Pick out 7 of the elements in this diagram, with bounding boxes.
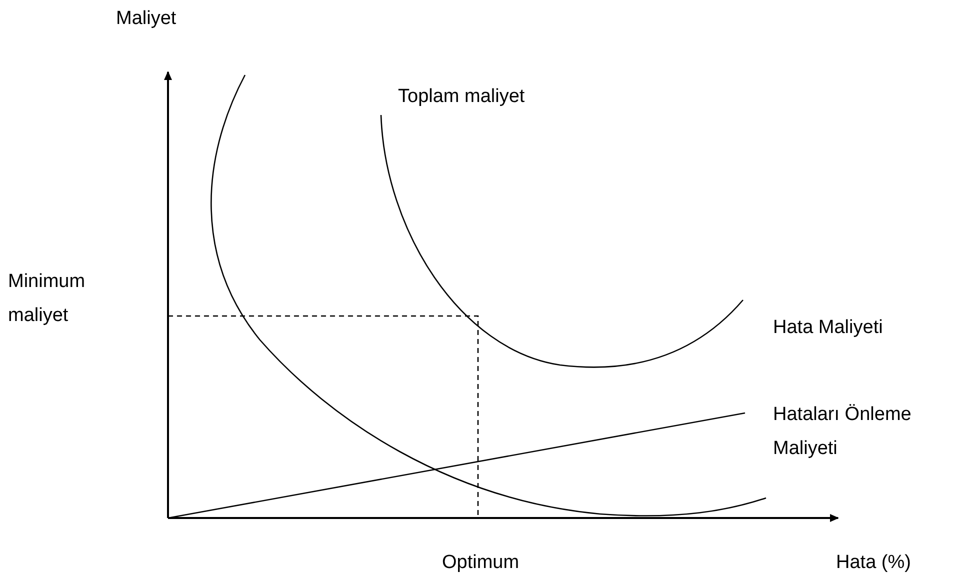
axis-title: Maliyet [116, 7, 176, 31]
axis-title: Hata (%) [836, 551, 911, 575]
curve-label: Hataları Önleme Maliyeti [773, 403, 912, 461]
curve-label: Toplam maliyet [398, 85, 525, 109]
curve-label: Hata Maliyeti [773, 316, 883, 340]
axis-value-label: Minimum maliyet [8, 270, 86, 328]
axis-value-label: Optimum [442, 551, 520, 575]
